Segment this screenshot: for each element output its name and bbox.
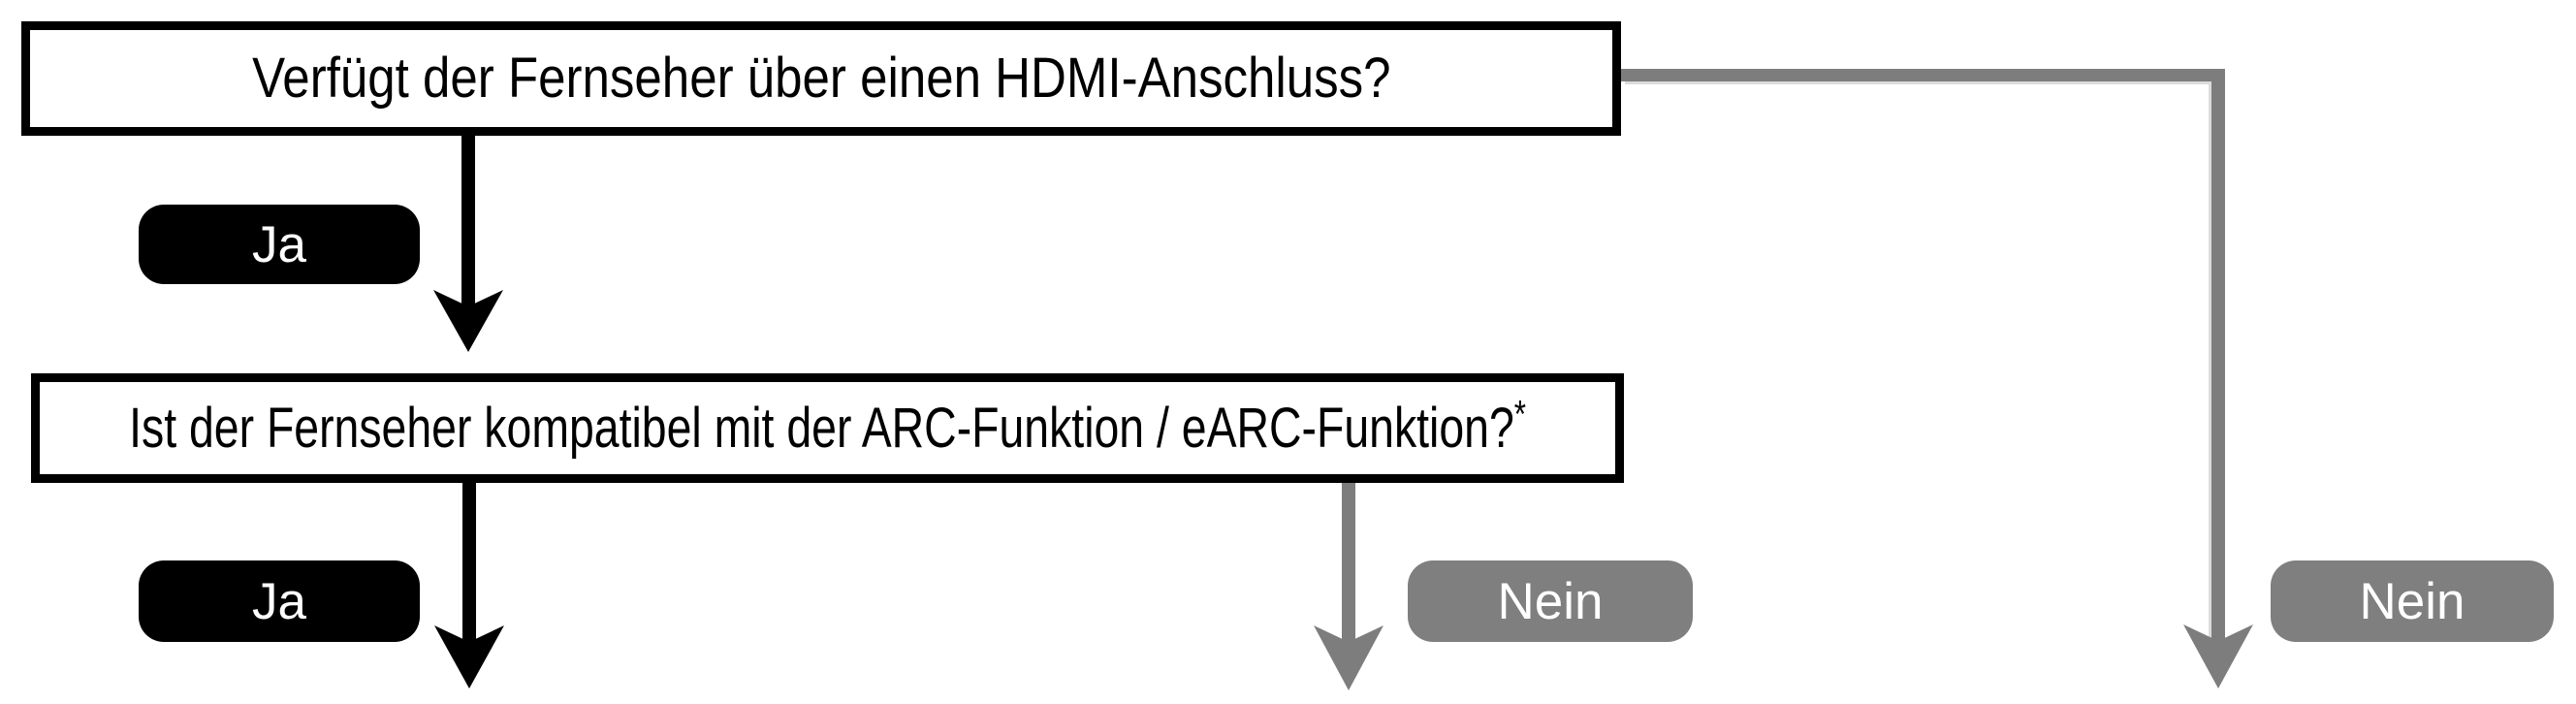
answer-badge-label: Nein [1497,572,1604,630]
down-arrow-q1-yes [433,136,503,352]
down-arrow-q2-no [1314,483,1383,690]
answer-badge-q2-no: Nein [1408,560,1693,642]
answer-badge-q2-yes: Ja [139,560,420,642]
answer-badge-label: Ja [252,215,306,273]
answer-badge-q1-no: Nein [2271,560,2554,642]
question-box-arc: Ist der Fernseher kompatibel mit der ARC… [31,373,1624,483]
question-text-arc: Ist der Fernseher kompatibel mit der ARC… [129,396,1514,460]
answer-badge-q1-yes: Ja [139,205,420,284]
answer-badge-label: Ja [252,572,306,630]
question-text-hdmi: Verfügt der Fernseher über einen HDMI-An… [251,47,1391,110]
down-arrow-icon [434,625,504,688]
question-box-hdmi: Verfügt der Fernseher über einen HDMI-An… [21,21,1621,136]
answer-badge-label: Nein [2359,572,2465,630]
down-arrow-icon [2183,624,2253,688]
down-arrow-icon [1314,625,1383,690]
footnote-asterisk: * [1513,393,1526,436]
down-arrow-q2-yes [434,483,504,688]
elbow-connector-no-branch [1621,69,2253,688]
down-arrow-icon [433,290,503,352]
